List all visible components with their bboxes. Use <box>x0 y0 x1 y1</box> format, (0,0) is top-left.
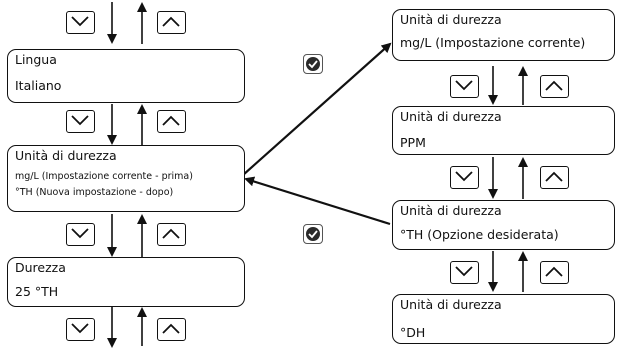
up-button[interactable] <box>540 261 569 284</box>
chevron-up-icon <box>162 323 180 334</box>
check-circle-icon <box>303 224 323 244</box>
chevron-up-icon <box>162 228 180 239</box>
option-th-box: Unità di durezza °TH (Opzione desiderata… <box>392 200 615 250</box>
lingua-value: Italiano <box>15 78 62 93</box>
up-button[interactable] <box>540 166 569 189</box>
arrow-back-selected <box>244 176 391 226</box>
option-ppm-title: Unità di durezza <box>400 109 502 124</box>
chevron-down-icon <box>455 80 473 91</box>
durezza-value: 25 °TH <box>15 284 59 299</box>
down-button[interactable] <box>66 318 95 341</box>
option-th-title: Unità di durezza <box>400 203 502 218</box>
down-button[interactable] <box>66 223 95 246</box>
down-button[interactable] <box>450 261 479 284</box>
check-circle-icon <box>303 54 323 74</box>
chevron-down-icon <box>71 228 89 239</box>
up-button[interactable] <box>157 110 186 133</box>
option-mgl-title: Unità di durezza <box>400 12 502 27</box>
durezza-box: Durezza 25 °TH <box>7 257 245 307</box>
chevron-up-icon <box>545 266 563 277</box>
up-button[interactable] <box>157 11 186 34</box>
option-mgl-value: mg/L (Impostazione corrente) <box>400 35 586 50</box>
lingua-box: Lingua Italiano <box>7 49 245 103</box>
up-button[interactable] <box>540 75 569 98</box>
option-th-value: °TH (Opzione desiderata) <box>400 227 559 242</box>
option-ppm-box: Unità di durezza PPM <box>392 106 615 155</box>
down-button[interactable] <box>450 75 479 98</box>
hardness-new-setting: °TH (Nuova impostazione - dopo) <box>15 187 174 198</box>
hardness-unit-box: Unità di durezza mg/L (Impostazione corr… <box>7 145 245 212</box>
lingua-title: Lingua <box>15 52 57 67</box>
hardness-current-setting: mg/L (Impostazione corrente - prima) <box>15 171 193 182</box>
durezza-title: Durezza <box>15 260 66 275</box>
option-mgl-box: Unità di durezza mg/L (Impostazione corr… <box>392 9 615 61</box>
option-ppm-value: PPM <box>400 135 426 150</box>
up-button[interactable] <box>157 318 186 341</box>
option-dh-value: °DH <box>400 325 426 340</box>
chevron-up-icon <box>162 115 180 126</box>
chevron-down-icon <box>71 323 89 334</box>
chevron-down-icon <box>455 266 473 277</box>
chevron-up-icon <box>162 16 180 27</box>
hardness-unit-title: Unità di durezza <box>15 148 117 163</box>
chevron-down-icon <box>71 16 89 27</box>
up-button[interactable] <box>157 223 186 246</box>
chevron-down-icon <box>71 115 89 126</box>
option-dh-box: Unità di durezza °DH <box>392 294 615 344</box>
chevron-up-icon <box>545 171 563 182</box>
down-button[interactable] <box>66 11 95 34</box>
chevron-down-icon <box>455 171 473 182</box>
option-dh-title: Unità di durezza <box>400 297 502 312</box>
down-button[interactable] <box>450 166 479 189</box>
down-button[interactable] <box>66 110 95 133</box>
chevron-up-icon <box>545 80 563 91</box>
arrow-to-options <box>242 42 392 176</box>
